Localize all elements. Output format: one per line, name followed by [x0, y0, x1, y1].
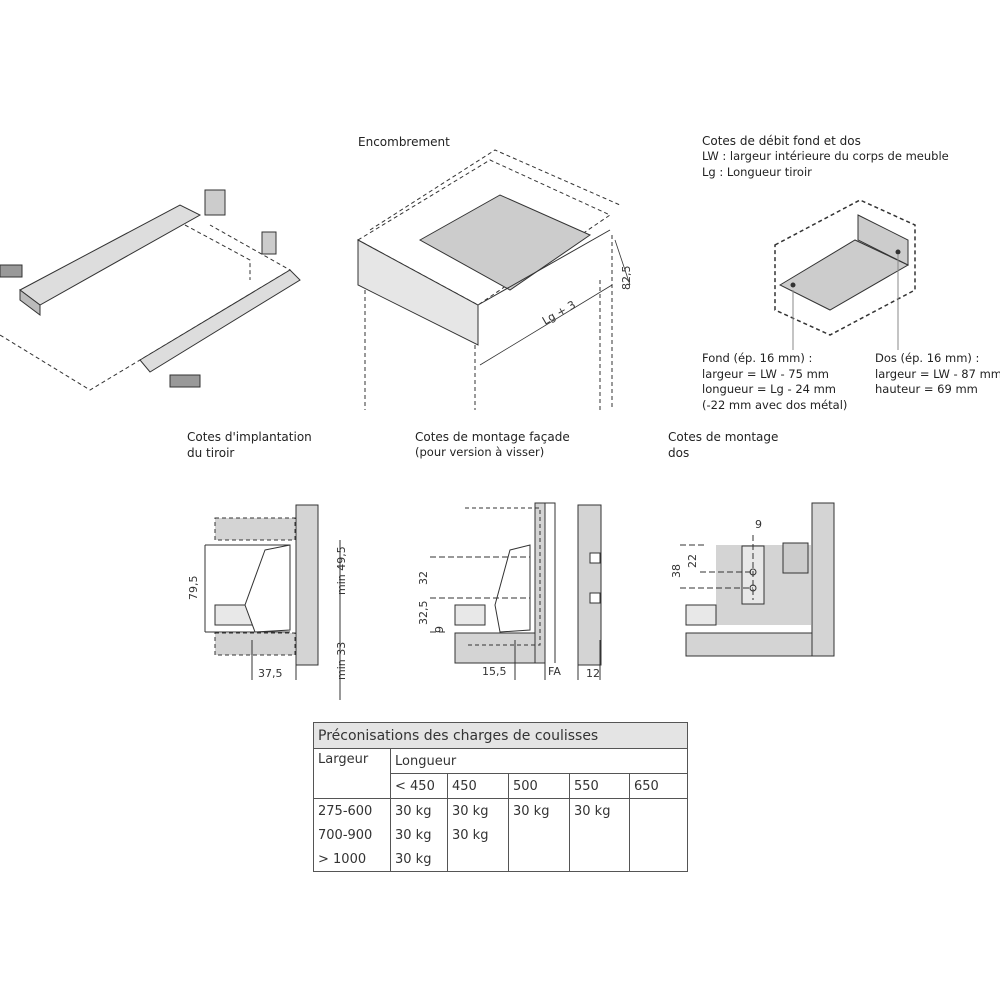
dim: 79,5	[187, 576, 200, 601]
cell: 700-900	[313, 823, 391, 847]
title-line: Cotes d'implantation	[187, 430, 312, 444]
fond-line: (-22 mm avec dos métal)	[702, 397, 848, 412]
dim: min 33	[335, 642, 348, 680]
length-header: 650	[629, 773, 688, 799]
load-table: Préconisations des charges de coulisses …	[313, 722, 688, 872]
dim: 32,5	[417, 601, 430, 626]
dos-montage-title: Cotes de montage dos	[668, 429, 778, 461]
cell	[569, 847, 630, 872]
fond-line: longueur = Lg - 24 mm	[702, 382, 837, 396]
cell	[629, 847, 688, 872]
dos-line: largeur = LW - 87 mm	[875, 366, 1000, 381]
table-row: > 1000 30 kg	[313, 847, 688, 872]
cell	[508, 847, 570, 872]
cell: 30 kg	[569, 798, 630, 823]
header-longueur: Longueur	[390, 748, 688, 774]
cell: 30 kg	[447, 823, 509, 847]
implantation-title: Cotes d'implantation du tiroir	[187, 429, 312, 461]
dos-line: hauteur = 69 mm	[875, 382, 978, 396]
subtitle: (pour version à visser)	[415, 445, 545, 459]
implantation-drawing	[204, 504, 341, 700]
header-largeur: Largeur	[313, 748, 391, 799]
dos-line: Dos (ép. 16 mm) :	[875, 351, 980, 365]
fond-line: largeur = LW - 75 mm	[702, 366, 829, 381]
dim: 9	[755, 518, 762, 531]
dos-text: Dos (ép. 16 mm) : largeur = LW - 87 mm h…	[875, 351, 1000, 398]
length-header: 450	[447, 773, 509, 799]
dim: 32	[417, 571, 430, 585]
cell: 30 kg	[390, 847, 448, 872]
debit-title: Cotes de débit fond et dos	[702, 134, 861, 148]
cell: 30 kg	[390, 823, 448, 847]
length-header: 550	[569, 773, 630, 799]
cell: 275-600	[313, 798, 391, 823]
dim: 15,5	[482, 665, 507, 678]
title-line: Cotes de montage façade	[415, 430, 570, 444]
table-row: 700-900 30 kg 30 kg	[313, 823, 688, 847]
dim: FA	[548, 665, 561, 678]
encombrement-drawing	[356, 149, 631, 410]
cell	[629, 823, 688, 847]
facade-drawing	[430, 502, 602, 680]
cell: > 1000	[313, 847, 391, 872]
title-line: Cotes de montage	[668, 430, 779, 444]
dim-length: Lg + 3	[540, 298, 578, 327]
debit-box-drawing	[774, 199, 916, 350]
dim-height: 82,5	[620, 266, 633, 291]
table-title: Préconisations des charges de coulisses	[313, 722, 688, 749]
title-line: du tiroir	[187, 446, 235, 460]
title-line: dos	[668, 446, 690, 460]
dim: 38	[670, 564, 683, 578]
dim: min 49,5	[335, 546, 348, 595]
cell	[508, 823, 570, 847]
cell	[569, 823, 630, 847]
exploded-drawer-view	[0, 189, 301, 391]
fond-text: Fond (ép. 16 mm) : largeur = LW - 75 mm …	[702, 351, 847, 413]
cell	[629, 798, 688, 823]
length-header: < 450	[390, 773, 448, 799]
cell: 30 kg	[447, 798, 509, 823]
dim: 22	[686, 554, 699, 568]
length-header: 500	[508, 773, 570, 799]
encombrement-title: Encombrement	[358, 135, 450, 149]
dim: 12	[586, 667, 600, 680]
table-row: 275-600 30 kg 30 kg 30 kg 30 kg	[313, 798, 688, 823]
debit-line: LW : largeur intérieure du corps de meub…	[702, 149, 949, 163]
dim: 9	[433, 626, 446, 633]
cell: 30 kg	[508, 798, 570, 823]
dim: 37,5	[258, 667, 283, 680]
fond-line: Fond (ép. 16 mm) :	[702, 351, 813, 365]
dos-montage-drawing	[680, 502, 835, 657]
cell	[447, 847, 509, 872]
debit-line: Lg : Longueur tiroir	[702, 165, 812, 179]
cell: 30 kg	[390, 798, 448, 823]
facade-title: Cotes de montage façade (pour version à …	[415, 429, 570, 461]
